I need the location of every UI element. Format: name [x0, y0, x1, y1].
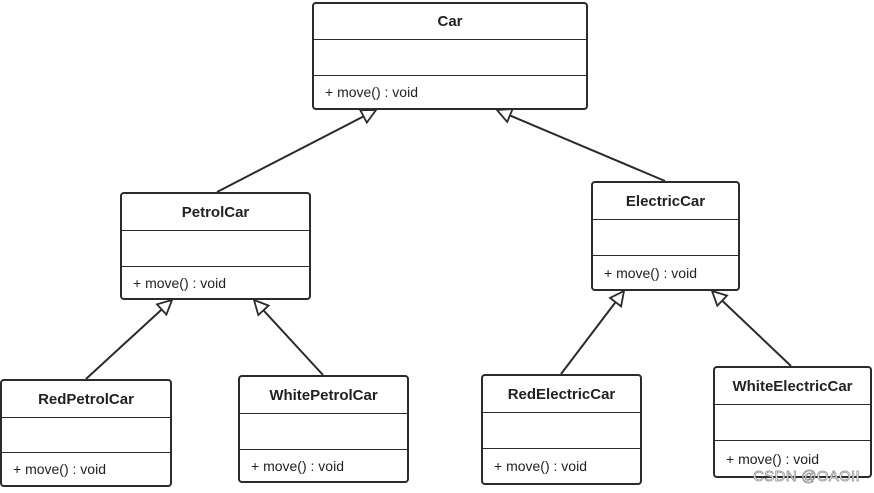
operation: + move() : void — [133, 274, 226, 291]
attributes-compartment — [122, 231, 309, 267]
operation: + move() : void — [604, 264, 697, 281]
inheritance-arrowhead — [495, 108, 514, 124]
class-petrolcar[interactable]: PetrolCar + move() : void — [120, 192, 311, 300]
class-car[interactable]: Car + move() : void — [312, 2, 588, 110]
attributes-compartment — [314, 40, 586, 76]
attributes-compartment — [715, 405, 870, 441]
class-name: WhiteElectricCar — [715, 368, 870, 405]
class-electriccar[interactable]: ElectricCar + move() : void — [591, 181, 740, 291]
inheritance-line — [262, 309, 324, 376]
inheritance-arrowhead — [710, 289, 729, 308]
operation: + move() : void — [251, 457, 344, 474]
inheritance-arrowhead — [155, 298, 174, 317]
class-name: WhitePetrolCar — [240, 377, 407, 414]
class-name: RedElectricCar — [483, 376, 640, 413]
inheritance-line — [509, 114, 666, 182]
class-name: RedPetrolCar — [2, 381, 170, 418]
attributes-compartment — [2, 418, 170, 453]
inheritance-line — [721, 299, 792, 367]
class-name: PetrolCar — [122, 194, 309, 231]
operation: + move() : void — [726, 450, 819, 467]
operation: + move() : void — [325, 84, 418, 100]
inheritance-arrowhead — [608, 289, 626, 309]
attributes-compartment — [240, 414, 407, 450]
class-name: ElectricCar — [593, 183, 738, 220]
class-whiteelectriccar[interactable]: WhiteElectricCar + move() : void — [713, 366, 872, 478]
class-whitepetrolcar[interactable]: WhitePetrolCar + move() : void — [238, 375, 409, 483]
inheritance-arrowhead — [358, 109, 378, 125]
inheritance-line — [560, 301, 617, 375]
watermark: CSDN @OAOII — [753, 468, 860, 486]
attributes-compartment — [483, 413, 640, 449]
class-name: Car — [314, 4, 586, 40]
attributes-compartment — [593, 220, 738, 256]
class-redelectriccar[interactable]: RedElectricCar + move() : void — [481, 374, 642, 485]
inheritance-arrowhead — [252, 298, 271, 317]
operation: + move() : void — [494, 458, 587, 474]
operation: + move() : void — [13, 461, 106, 477]
inheritance-line — [216, 115, 365, 193]
class-redpetrolcar[interactable]: RedPetrolCar + move() : void — [0, 379, 172, 487]
inheritance-line — [85, 308, 163, 380]
